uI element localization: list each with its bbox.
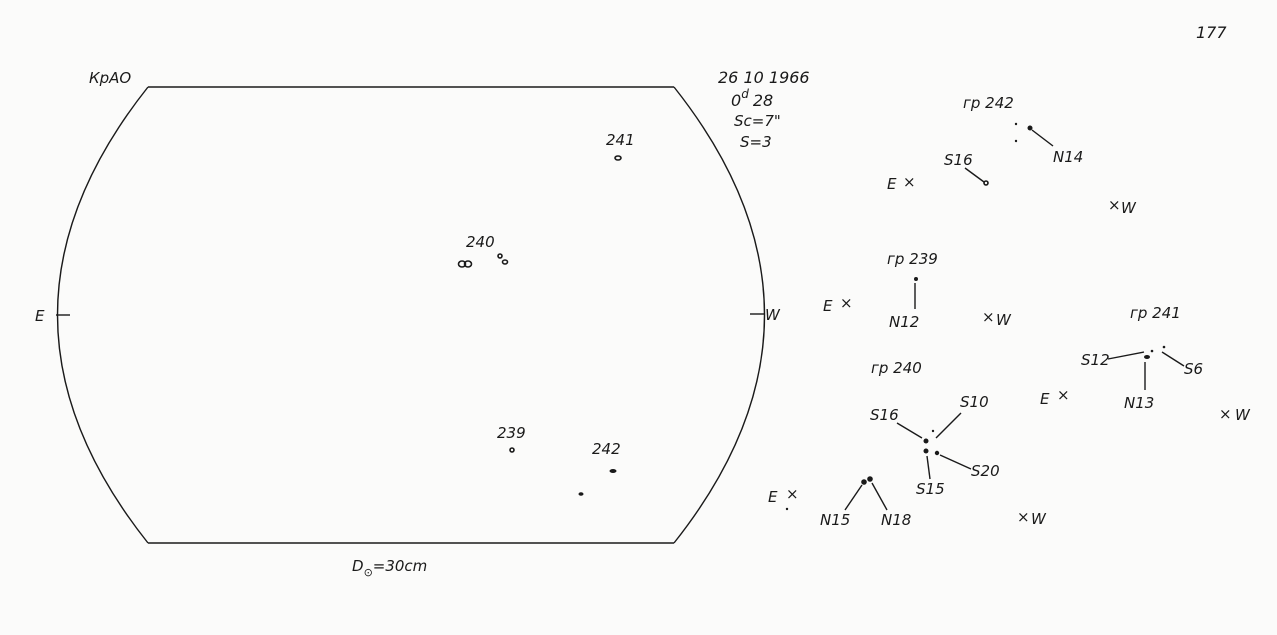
gr240-leader-s10 — [935, 412, 962, 439]
diameter-sub: ⊙ — [364, 566, 373, 579]
observation-time: 0d 28 — [731, 87, 773, 110]
gr240-label-s15: S15 — [916, 480, 945, 498]
gr241-leader-s12 — [1107, 351, 1145, 360]
disk-group-242: 242 — [592, 440, 621, 458]
gr240-label-n18: N18 — [881, 511, 911, 529]
gr239-label-n12: N12 — [889, 313, 919, 331]
gr240-dot-b — [785, 507, 789, 511]
gr241-label-s6: S6 — [1184, 360, 1203, 378]
gr240-spot-c — [934, 450, 940, 456]
gr240-spot-a — [923, 438, 929, 444]
gr241-title: гр 241 — [1130, 304, 1181, 322]
disk-group-241: 241 — [606, 131, 635, 149]
spot-240-b — [463, 260, 473, 268]
spot-239 — [509, 447, 515, 453]
sketch-gr241: гр 241 S12 S6 N13 E × × W — [1040, 304, 1251, 424]
observation-date: 26 10 1966 — [718, 68, 810, 87]
gr240-label-n15: N15 — [820, 511, 850, 529]
disk-east-label: E — [35, 307, 45, 325]
gr240-spot-n15 — [861, 479, 867, 485]
spot-242-b — [578, 492, 584, 496]
gr239-west: W — [996, 311, 1012, 329]
gr241-label-n13: N13 — [1124, 394, 1154, 412]
time-sup: d — [741, 87, 749, 101]
gr242-spot-n14 — [1027, 125, 1033, 131]
disk-group-239: 239 — [497, 424, 526, 442]
gr242-east: E — [887, 175, 897, 193]
page-number: 177 — [1196, 23, 1227, 42]
gr241-west: W — [1235, 406, 1251, 424]
gr241-spot-main — [1144, 355, 1150, 359]
gr240-title: гр 240 — [871, 359, 922, 377]
diameter-value: =30cm — [373, 557, 428, 575]
disk-west-label: W — [765, 306, 781, 324]
spot-240-c — [497, 253, 503, 259]
time-value: 28 — [753, 91, 773, 110]
gr240-spot-n18 — [867, 476, 873, 482]
gr240-leader-n18 — [871, 482, 888, 511]
gr240-label-s16: S16 — [870, 406, 899, 424]
gr239-spot — [914, 277, 918, 281]
gr241-dot-a — [1150, 349, 1154, 353]
gr242-west-mark: × — [1108, 196, 1121, 214]
gr240-label-s20: S20 — [971, 462, 1000, 480]
disk-group-240: 240 — [466, 233, 495, 251]
gr240-east-mark: × — [786, 485, 799, 503]
diameter-prefix: D — [352, 557, 364, 575]
gr239-west-mark: × — [982, 308, 995, 326]
gr242-west: W — [1121, 199, 1137, 217]
spot-241 — [614, 155, 622, 161]
gr240-leader-s20 — [939, 454, 972, 470]
gr240-west: W — [1031, 510, 1047, 528]
gr240-dot-a — [931, 429, 935, 433]
gr241-east-mark: × — [1057, 386, 1070, 404]
spot-240-a — [457, 260, 467, 268]
gr239-east-mark: × — [840, 294, 853, 312]
gr242-label-s16: S16 — [944, 151, 973, 169]
observatory-label: КрАО — [89, 69, 131, 87]
spot-242-a — [609, 469, 617, 473]
gr242-east-mark: × — [903, 173, 916, 191]
gr242-title: гр 242 — [963, 94, 1014, 112]
time-prefix: 0 — [731, 91, 741, 110]
gr240-leader-n15 — [844, 484, 863, 511]
gr240-label-s10: S10 — [960, 393, 989, 411]
gr240-leader-s15 — [926, 455, 931, 480]
gr242-leader-n14 — [1031, 129, 1054, 147]
gr241-leader-s6 — [1161, 351, 1185, 367]
sketch-gr242: гр 242 N14 S16 E × × W — [887, 94, 1137, 217]
gr240-spot-b — [923, 448, 929, 454]
sketch-gr240: гр 240 S16 S10 S20 S15 N15 N18 E × × W — [768, 359, 1047, 529]
gr241-dot-b — [1162, 345, 1166, 349]
sketch-gr239: гр 239 N12 E × × W — [823, 250, 1012, 331]
gr240-leader-s16 — [896, 422, 923, 439]
solar-disk-outline — [56, 86, 766, 544]
gr242-dot-b — [1014, 139, 1018, 143]
gr241-east: E — [1040, 390, 1050, 408]
seeing-label: S=3 — [740, 133, 772, 151]
spot-240-d — [501, 259, 509, 265]
gr241-west-mark: × — [1219, 405, 1232, 423]
gr241-label-s12: S12 — [1081, 351, 1110, 369]
gr242-label-n14: N14 — [1053, 148, 1083, 166]
gr239-east: E — [823, 297, 833, 315]
gr240-east: E — [768, 488, 778, 506]
gr239-title: гр 239 — [887, 250, 938, 268]
gr242-leader-s16 — [964, 167, 985, 183]
disk-west-limb — [673, 86, 766, 544]
disk-east-limb — [56, 86, 149, 544]
gr242-spot-s16 — [983, 180, 989, 186]
gr242-dot-a — [1014, 122, 1018, 126]
gr240-west-mark: × — [1017, 508, 1030, 526]
scale-label: Sc=7" — [734, 112, 781, 130]
diameter-label: D⊙=30cm — [352, 557, 427, 579]
